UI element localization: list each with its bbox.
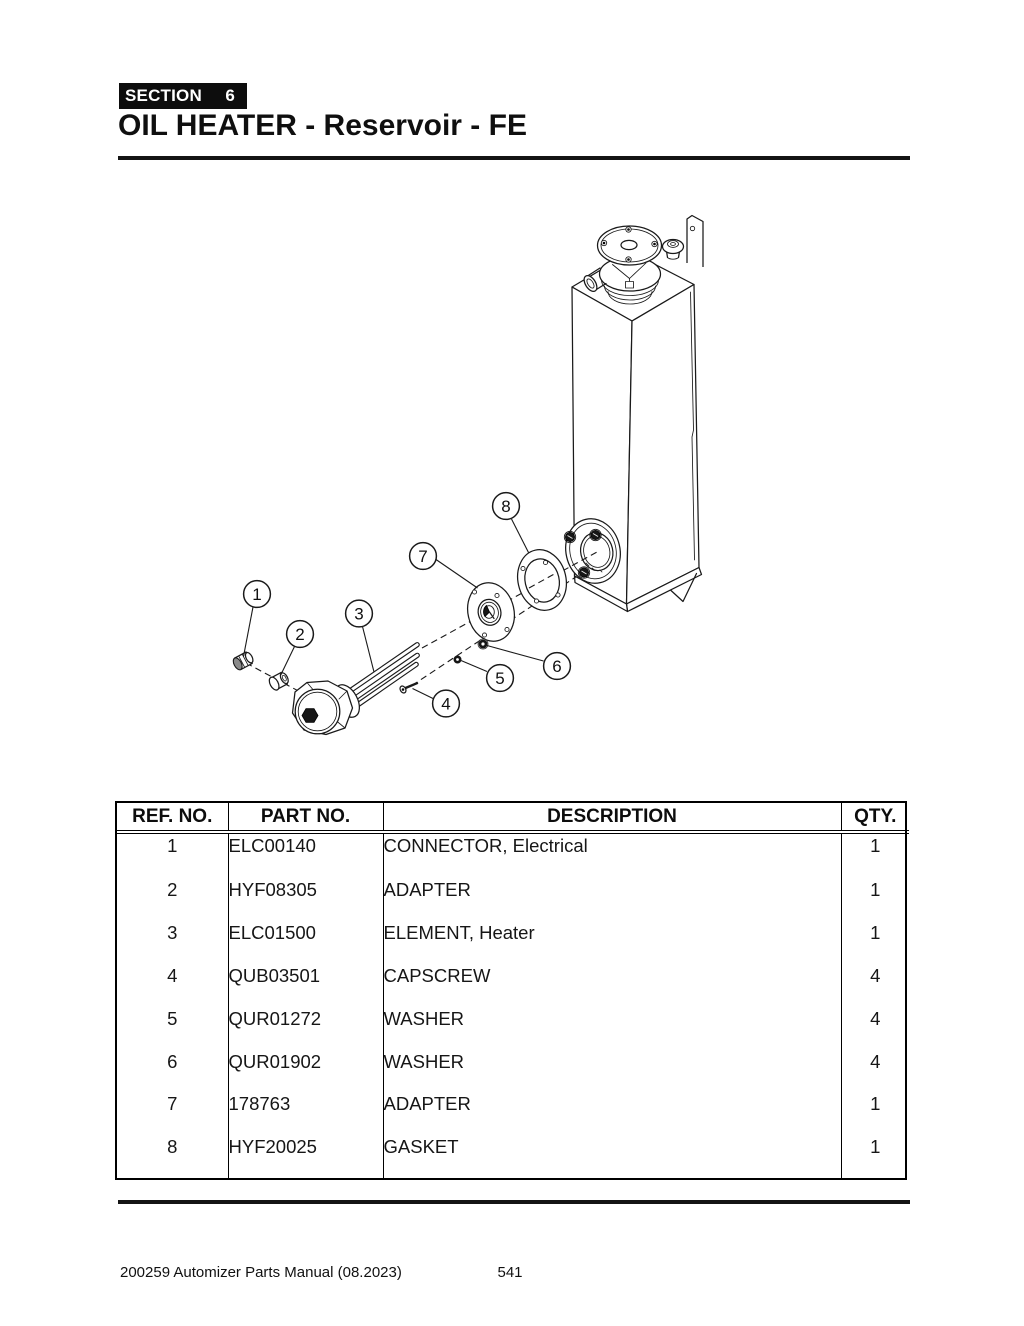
table-cell: 4 <box>167 964 178 986</box>
section-badge: SECTION 6 <box>119 83 247 109</box>
table-cell: WASHER <box>382 1006 841 1050</box>
table-cell: HYF08305 <box>227 878 383 922</box>
table-header-row: REF. NO. PART NO. DESCRIPTION QTY. <box>117 803 909 834</box>
table-cell: GASKET <box>382 1135 841 1178</box>
table-cell: 8 <box>167 1136 178 1158</box>
section-label: SECTION <box>125 86 202 105</box>
table-cell: 4 <box>840 963 909 1007</box>
callout-6: 6 <box>542 651 572 681</box>
svg-text:1: 1 <box>252 585 261 604</box>
svg-text:4: 4 <box>441 695 450 714</box>
table-cell: QUR01272 <box>227 1006 383 1050</box>
tank-top-cap <box>583 225 685 305</box>
table-cell: 4 <box>840 1006 909 1050</box>
flange-capscrews <box>563 528 602 579</box>
callout-7: 7 <box>408 541 438 571</box>
col-header-part-no: PART NO. <box>227 803 383 834</box>
col-header-description: DESCRIPTION <box>382 803 841 834</box>
callout-3: 3 <box>344 599 374 628</box>
svg-text:3: 3 <box>354 605 363 624</box>
table-cell: WASHER <box>382 1049 841 1093</box>
table-cell: QUR01902 <box>227 1049 383 1093</box>
svg-text:7: 7 <box>418 547 427 566</box>
filler-cap <box>661 238 685 260</box>
table-cell: 1 <box>840 1135 909 1178</box>
heater-element <box>291 642 420 736</box>
table-cell: ELEMENT, Heater <box>382 921 841 964</box>
electrical-connector <box>232 651 254 671</box>
table-cell: 178763 <box>227 1092 383 1136</box>
table-cell: HYF20025 <box>227 1135 383 1178</box>
page-title: OIL HEATER - Reservoir - FE <box>118 109 527 142</box>
callout-5: 5 <box>485 663 515 693</box>
table-cell: ADAPTER <box>382 878 841 922</box>
table-cell: 4 <box>840 1049 909 1093</box>
callout-leaders <box>242 518 544 699</box>
table-cell: 1 <box>840 878 909 922</box>
table-cell: ELC00140 <box>227 832 383 879</box>
table-cell: 7 <box>167 1093 178 1115</box>
table-cell: 3 <box>167 922 178 944</box>
table-cell: 1 <box>840 1092 909 1136</box>
callout-4: 4 <box>431 689 461 718</box>
col-header-ref-no: REF. NO. <box>117 803 228 834</box>
footer-rule <box>118 1200 910 1204</box>
parts-diagram: 1 2 3 4 5 6 7 8 <box>0 190 1024 770</box>
svg-text:2: 2 <box>295 625 304 644</box>
capscrew <box>399 682 419 694</box>
header-rule <box>118 156 910 160</box>
callout-2: 2 <box>285 619 315 649</box>
table-cell: QUB03501 <box>227 963 383 1007</box>
callout-1: 1 <box>242 579 272 609</box>
table-cell: 1 <box>840 832 909 879</box>
gasket <box>516 549 568 611</box>
adapter-disc <box>467 582 515 642</box>
footer-manual-info: 200259 Automizer Parts Manual (08.2023) <box>120 1264 402 1281</box>
footer-page-number: 541 <box>497 1264 523 1281</box>
washer-large <box>477 638 489 650</box>
table-cell: 1 <box>167 835 178 856</box>
table-cell: ELC01500 <box>227 921 383 964</box>
cap-plate-bolts <box>600 226 658 263</box>
svg-text:5: 5 <box>495 669 504 688</box>
table-cell: 5 <box>167 1007 178 1029</box>
table-cell: 1 <box>840 921 909 964</box>
table-cell: 2 <box>167 879 178 901</box>
svg-text:8: 8 <box>501 497 510 516</box>
table-cell: CAPSCREW <box>382 963 841 1007</box>
tank-flange <box>565 518 621 584</box>
callout-8: 8 <box>491 491 521 521</box>
col-header-qty: QTY. <box>840 803 909 834</box>
table-cell: CONNECTOR, Electrical <box>382 832 841 879</box>
svg-text:6: 6 <box>552 657 561 676</box>
section-number: 6 <box>225 86 235 105</box>
washer-small <box>453 655 462 664</box>
table-cell: 6 <box>167 1050 178 1072</box>
table-cell: ADAPTER <box>382 1092 841 1136</box>
adapter-fitting <box>268 671 289 691</box>
